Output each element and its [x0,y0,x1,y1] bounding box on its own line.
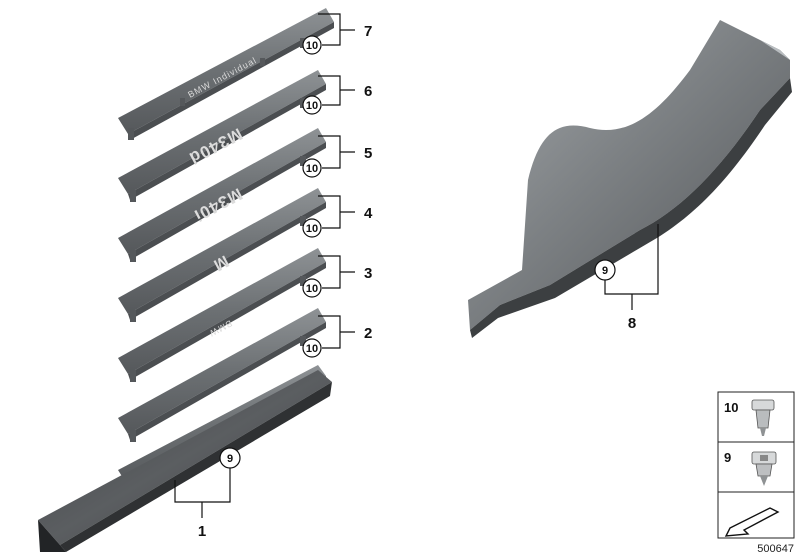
callout-2: 10 2 [302,315,372,358]
sill-trim-1 [38,370,332,552]
callout-6-ref: 10 [306,100,318,112]
diagram-id: 500647 [757,543,794,555]
entrance-strip-3 [118,248,326,382]
legend: 10 9 [717,391,795,539]
callout-2-ref: 10 [306,343,318,355]
callout-1-ref: 9 [227,453,233,465]
callout-1-number: 1 [198,523,206,540]
callout-2-number: 2 [364,325,372,342]
trim-panel-8 [468,20,792,338]
callout-3-ref: 10 [306,283,318,295]
callout-5: 10 5 [302,135,372,178]
callout-5-number: 5 [364,145,372,162]
legend-item-9-number: 9 [724,450,731,465]
callout-3: 10 3 [302,255,372,298]
callout-8-number: 8 [628,315,636,332]
callout-8: 9 8 [594,224,659,332]
arrow-icon [724,507,780,537]
expanding-nut-icon [751,451,777,486]
callout-6-number: 6 [364,83,372,100]
legend-item-10-number: 10 [724,400,738,415]
entrance-strip-6: M340d [118,70,326,202]
callout-5-ref: 10 [306,163,318,175]
callout-3-number: 3 [364,265,372,282]
callout-7: 10 7 [302,13,372,55]
callout-4: 10 4 [302,195,373,238]
callout-8-ref: 9 [602,265,608,277]
callout-7-number: 7 [364,23,372,40]
callout-6: 10 6 [302,75,372,115]
callout-4-ref: 10 [306,223,318,235]
callout-4-number: 4 [364,205,373,222]
clip-icon [751,399,775,436]
entrance-strip-4: M [118,188,326,322]
callout-1: 9 1 [174,447,241,540]
callout-7-ref: 10 [306,40,318,52]
